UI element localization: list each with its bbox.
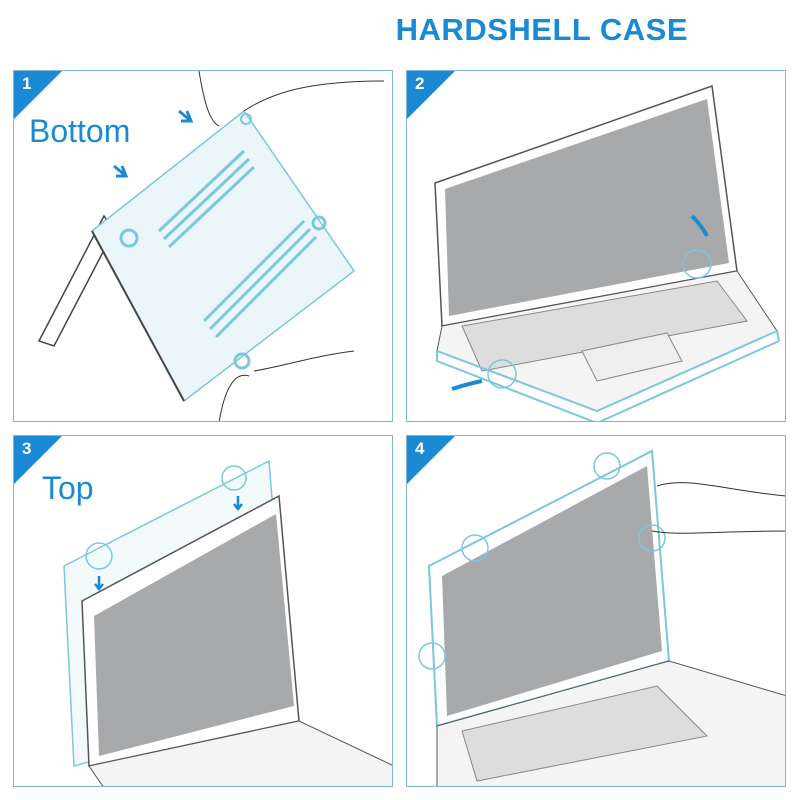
step-number: 3 — [22, 439, 32, 458]
step-badge — [407, 436, 455, 484]
step-number: 1 — [22, 74, 32, 93]
step-panel-3: 3 Top — [13, 435, 393, 787]
step-panel-4: 4 — [406, 435, 786, 787]
bottom-case-illustration — [37, 71, 385, 421]
step-badge — [407, 71, 455, 119]
top-case-install-illustration — [418, 449, 785, 786]
step-label: Top — [42, 470, 94, 506]
top-case-illustration — [63, 459, 392, 786]
page-title: HARDSHELL CASE — [395, 12, 688, 47]
step-number: 2 — [415, 74, 425, 93]
step-badge — [14, 436, 62, 484]
step-panel-1: 1 Bottom — [13, 70, 393, 422]
step-panel-2: 2 — [406, 70, 786, 422]
step-badge — [14, 71, 62, 119]
step-label: Bottom — [29, 113, 131, 149]
bottom-case-install-illustration — [434, 84, 781, 421]
step-number: 4 — [415, 439, 425, 458]
